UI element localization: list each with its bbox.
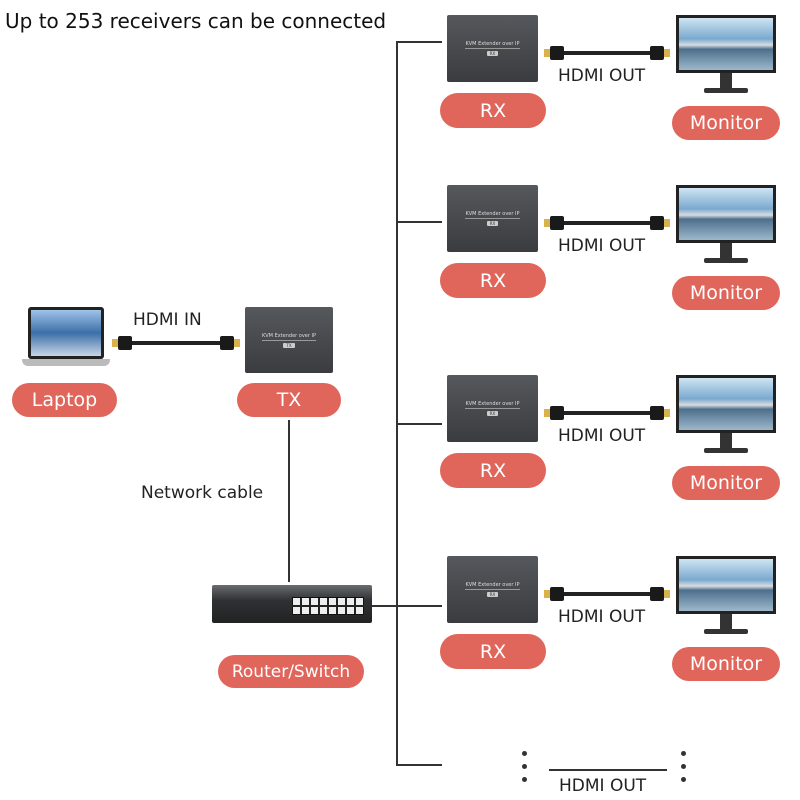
device-text: KVM Extender over IP xyxy=(465,41,520,49)
device-text: KVM Extender over IP xyxy=(465,401,520,409)
rx-label: RX xyxy=(440,634,546,669)
ellipsis-icon xyxy=(681,764,686,769)
branch-line xyxy=(396,41,442,43)
bus-line xyxy=(396,41,398,766)
ellipsis-icon xyxy=(522,751,527,756)
network-cable-label: Network cable xyxy=(141,483,264,503)
ellipsis-icon xyxy=(681,751,686,756)
rx-device: KVM Extender over IP RX xyxy=(447,375,538,442)
branch-line xyxy=(396,764,442,766)
rx-device: KVM Extender over IP RX xyxy=(447,15,538,82)
ellipsis-icon xyxy=(681,777,686,782)
network-cable-line xyxy=(288,420,290,582)
monitor-label: Monitor xyxy=(672,106,780,140)
monitor-label: Monitor xyxy=(672,466,780,500)
hdmi-out-cable xyxy=(544,46,670,60)
device-badge: RX xyxy=(486,51,499,56)
hdmi-out-cable xyxy=(544,216,670,230)
hdmi-in-label: HDMI IN xyxy=(133,310,202,330)
hdmi-out-label: HDMI OUT xyxy=(558,607,646,627)
rx-device: KVM Extender over IP RX xyxy=(447,185,538,252)
device-badge: TX xyxy=(283,342,295,348)
rx-device: KVM Extender over IP RX xyxy=(447,556,538,623)
tx-label: TX xyxy=(237,383,341,417)
rx-label: RX xyxy=(440,93,546,128)
device-text: KVM Extender over IP xyxy=(465,582,520,590)
monitor-icon xyxy=(676,556,776,636)
branch-line xyxy=(372,605,442,607)
laptop-label: Laptop xyxy=(12,383,117,417)
ellipsis-icon xyxy=(522,764,527,769)
hdmi-out-line xyxy=(549,769,667,771)
hdmi-out-label: HDMI OUT xyxy=(558,236,646,256)
hdmi-out-label: HDMI OUT xyxy=(558,426,646,446)
hdmi-in-cable xyxy=(112,336,240,350)
router-switch-label: Router/Switch xyxy=(218,655,364,688)
monitor-icon xyxy=(676,375,776,455)
monitor-icon xyxy=(676,15,776,95)
device-badge: RX xyxy=(486,592,499,597)
device-badge: RX xyxy=(486,411,499,416)
monitor-label: Monitor xyxy=(672,647,780,681)
rx-label: RX xyxy=(440,453,546,488)
ellipsis-icon xyxy=(522,777,527,782)
device-text: KVM Extender over IP xyxy=(465,211,520,219)
monitor-icon xyxy=(676,185,776,265)
hdmi-out-label: HDMI OUT xyxy=(559,776,647,796)
branch-line xyxy=(396,423,442,425)
diagram-title: Up to 253 receivers can be connected xyxy=(5,9,387,33)
hdmi-out-cable xyxy=(544,406,670,420)
hdmi-out-label: HDMI OUT xyxy=(558,66,646,86)
rx-label: RX xyxy=(440,263,546,298)
laptop-icon xyxy=(22,307,110,369)
hdmi-out-cable xyxy=(544,587,670,601)
branch-line xyxy=(396,221,442,223)
device-badge: RX xyxy=(486,221,499,226)
router-switch-icon xyxy=(212,585,372,623)
monitor-label: Monitor xyxy=(672,276,780,310)
device-text: KVM Extender over IP xyxy=(261,332,317,341)
